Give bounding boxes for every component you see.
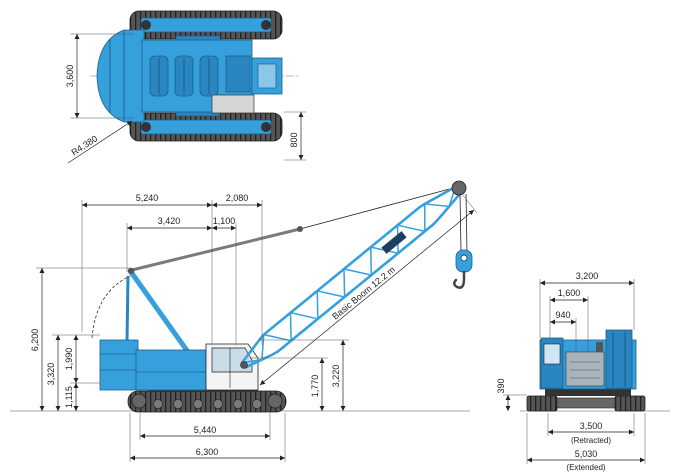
dimension-label: 6,300 — [196, 447, 219, 457]
leader-line — [67, 120, 133, 164]
rear-cab-window — [543, 343, 561, 365]
rear-engine-hood — [565, 351, 605, 387]
dim-bottom-lengths: 5,440 6,300 — [129, 413, 286, 462]
counterweight-side — [99, 339, 139, 391]
dim-track-gauge: 3,500 (Retracted) 5,030 (Extended) — [526, 413, 646, 472]
dimension-label: 5,030 — [575, 449, 598, 459]
cab-roof-plan — [211, 94, 255, 114]
boom-foot-pin — [240, 361, 248, 369]
track-roller — [193, 399, 203, 409]
dimension-label: 1,100 — [213, 216, 236, 226]
boom-lattice-web — [241, 186, 457, 364]
dimension-label: 940 — [555, 310, 570, 320]
gantry-leg — [125, 275, 130, 343]
dimension-label: 800 — [289, 132, 299, 147]
dimension-label: 3,600 — [65, 65, 75, 88]
boom-pendant — [130, 227, 302, 272]
upper-crawler-plan — [129, 10, 283, 40]
dimension-label: 2,080 — [226, 193, 249, 203]
boom-tip-sheave — [451, 180, 467, 196]
dimension-label: 3,200 — [576, 271, 599, 281]
dimension-label: 1,770 — [310, 375, 320, 398]
plan-view: 3,600 R4,380 800 — [65, 10, 306, 164]
dimension-label: 5,240 — [136, 193, 159, 203]
hoist-rope — [465, 193, 468, 253]
tail-swing-arc — [91, 275, 131, 339]
idler — [141, 122, 151, 132]
dim-top-row: 5,240 2,080 — [81, 193, 263, 345]
dim-second-row: 3,420 1,100 — [126, 216, 237, 345]
engine-cover-plan — [225, 55, 251, 93]
dim-ground-clearance: 390 — [496, 378, 527, 411]
rear-crawler-left — [526, 395, 558, 412]
dim-rear-top: 3,200 1,600 940 — [539, 271, 635, 352]
dimension-label: 6,200 — [30, 329, 40, 352]
dimension-label: 390 — [496, 378, 506, 393]
rear-carbody — [556, 397, 616, 409]
idler — [141, 20, 151, 30]
dimension-label: 3,320 — [46, 363, 56, 386]
upper-body-side — [135, 349, 209, 391]
dimension-note: (Retracted) — [571, 436, 611, 445]
crawler-side — [127, 390, 287, 413]
boom-foot-inner — [257, 63, 277, 89]
track-roller — [233, 399, 243, 409]
dimension-label: 1,115 — [64, 386, 74, 408]
dimension-line — [259, 209, 475, 386]
dim-right-heights: 1,770 3,220 — [250, 339, 349, 411]
dim-left-heights: 6,200 3,320 1,990 1,115 — [30, 267, 130, 411]
dimension-label: 5,440 — [194, 425, 217, 435]
sprocket — [261, 122, 271, 132]
rear-gantry — [605, 329, 633, 389]
dimension-label: 3,220 — [331, 365, 341, 388]
hoist-rope — [459, 193, 462, 253]
track-roller — [153, 399, 163, 409]
side-view: Basic Boom 12.2 m 5,240 2,080 3,420 1,10… — [10, 180, 478, 462]
hook-block-sheave — [460, 254, 468, 262]
track-frame — [140, 17, 272, 33]
dim-boom-length: Basic Boom 12.2 m — [259, 193, 478, 386]
boom-lower-chord — [244, 191, 462, 369]
idler — [131, 393, 147, 409]
gantry-mast — [128, 269, 191, 355]
sprocket — [267, 393, 283, 409]
dimension-label: 3,420 — [158, 216, 181, 226]
track-roller — [213, 399, 223, 409]
dimension-label: 3,500 — [580, 421, 603, 431]
gantry-sheave — [127, 267, 135, 275]
track-roller — [173, 399, 183, 409]
rear-view: 3,200 1,600 940 390 3,500 (Retracted) 5,… — [496, 271, 670, 472]
dim-plan-width: 3,600 — [65, 33, 134, 119]
lower-crawler-plan — [129, 112, 283, 142]
exhaust-stack — [596, 342, 603, 352]
pendant-link — [297, 226, 303, 232]
track-shoes — [127, 390, 287, 413]
extension-line — [461, 193, 478, 214]
sprocket — [261, 20, 271, 30]
dim-plan-offset: 800 — [284, 111, 306, 161]
dimension-note: (Extended) — [566, 463, 605, 472]
track-frame — [140, 119, 272, 135]
rear-swing-bearing — [545, 388, 631, 396]
dimension-label: 1,600 — [558, 288, 581, 298]
rear-crawler-right — [614, 395, 646, 412]
dimension-label: 1,990 — [64, 348, 74, 371]
counterweight-plan — [96, 29, 145, 123]
track-roller — [252, 399, 262, 409]
hook — [453, 270, 466, 289]
dim-tail-radius: R4,380 — [67, 120, 133, 164]
